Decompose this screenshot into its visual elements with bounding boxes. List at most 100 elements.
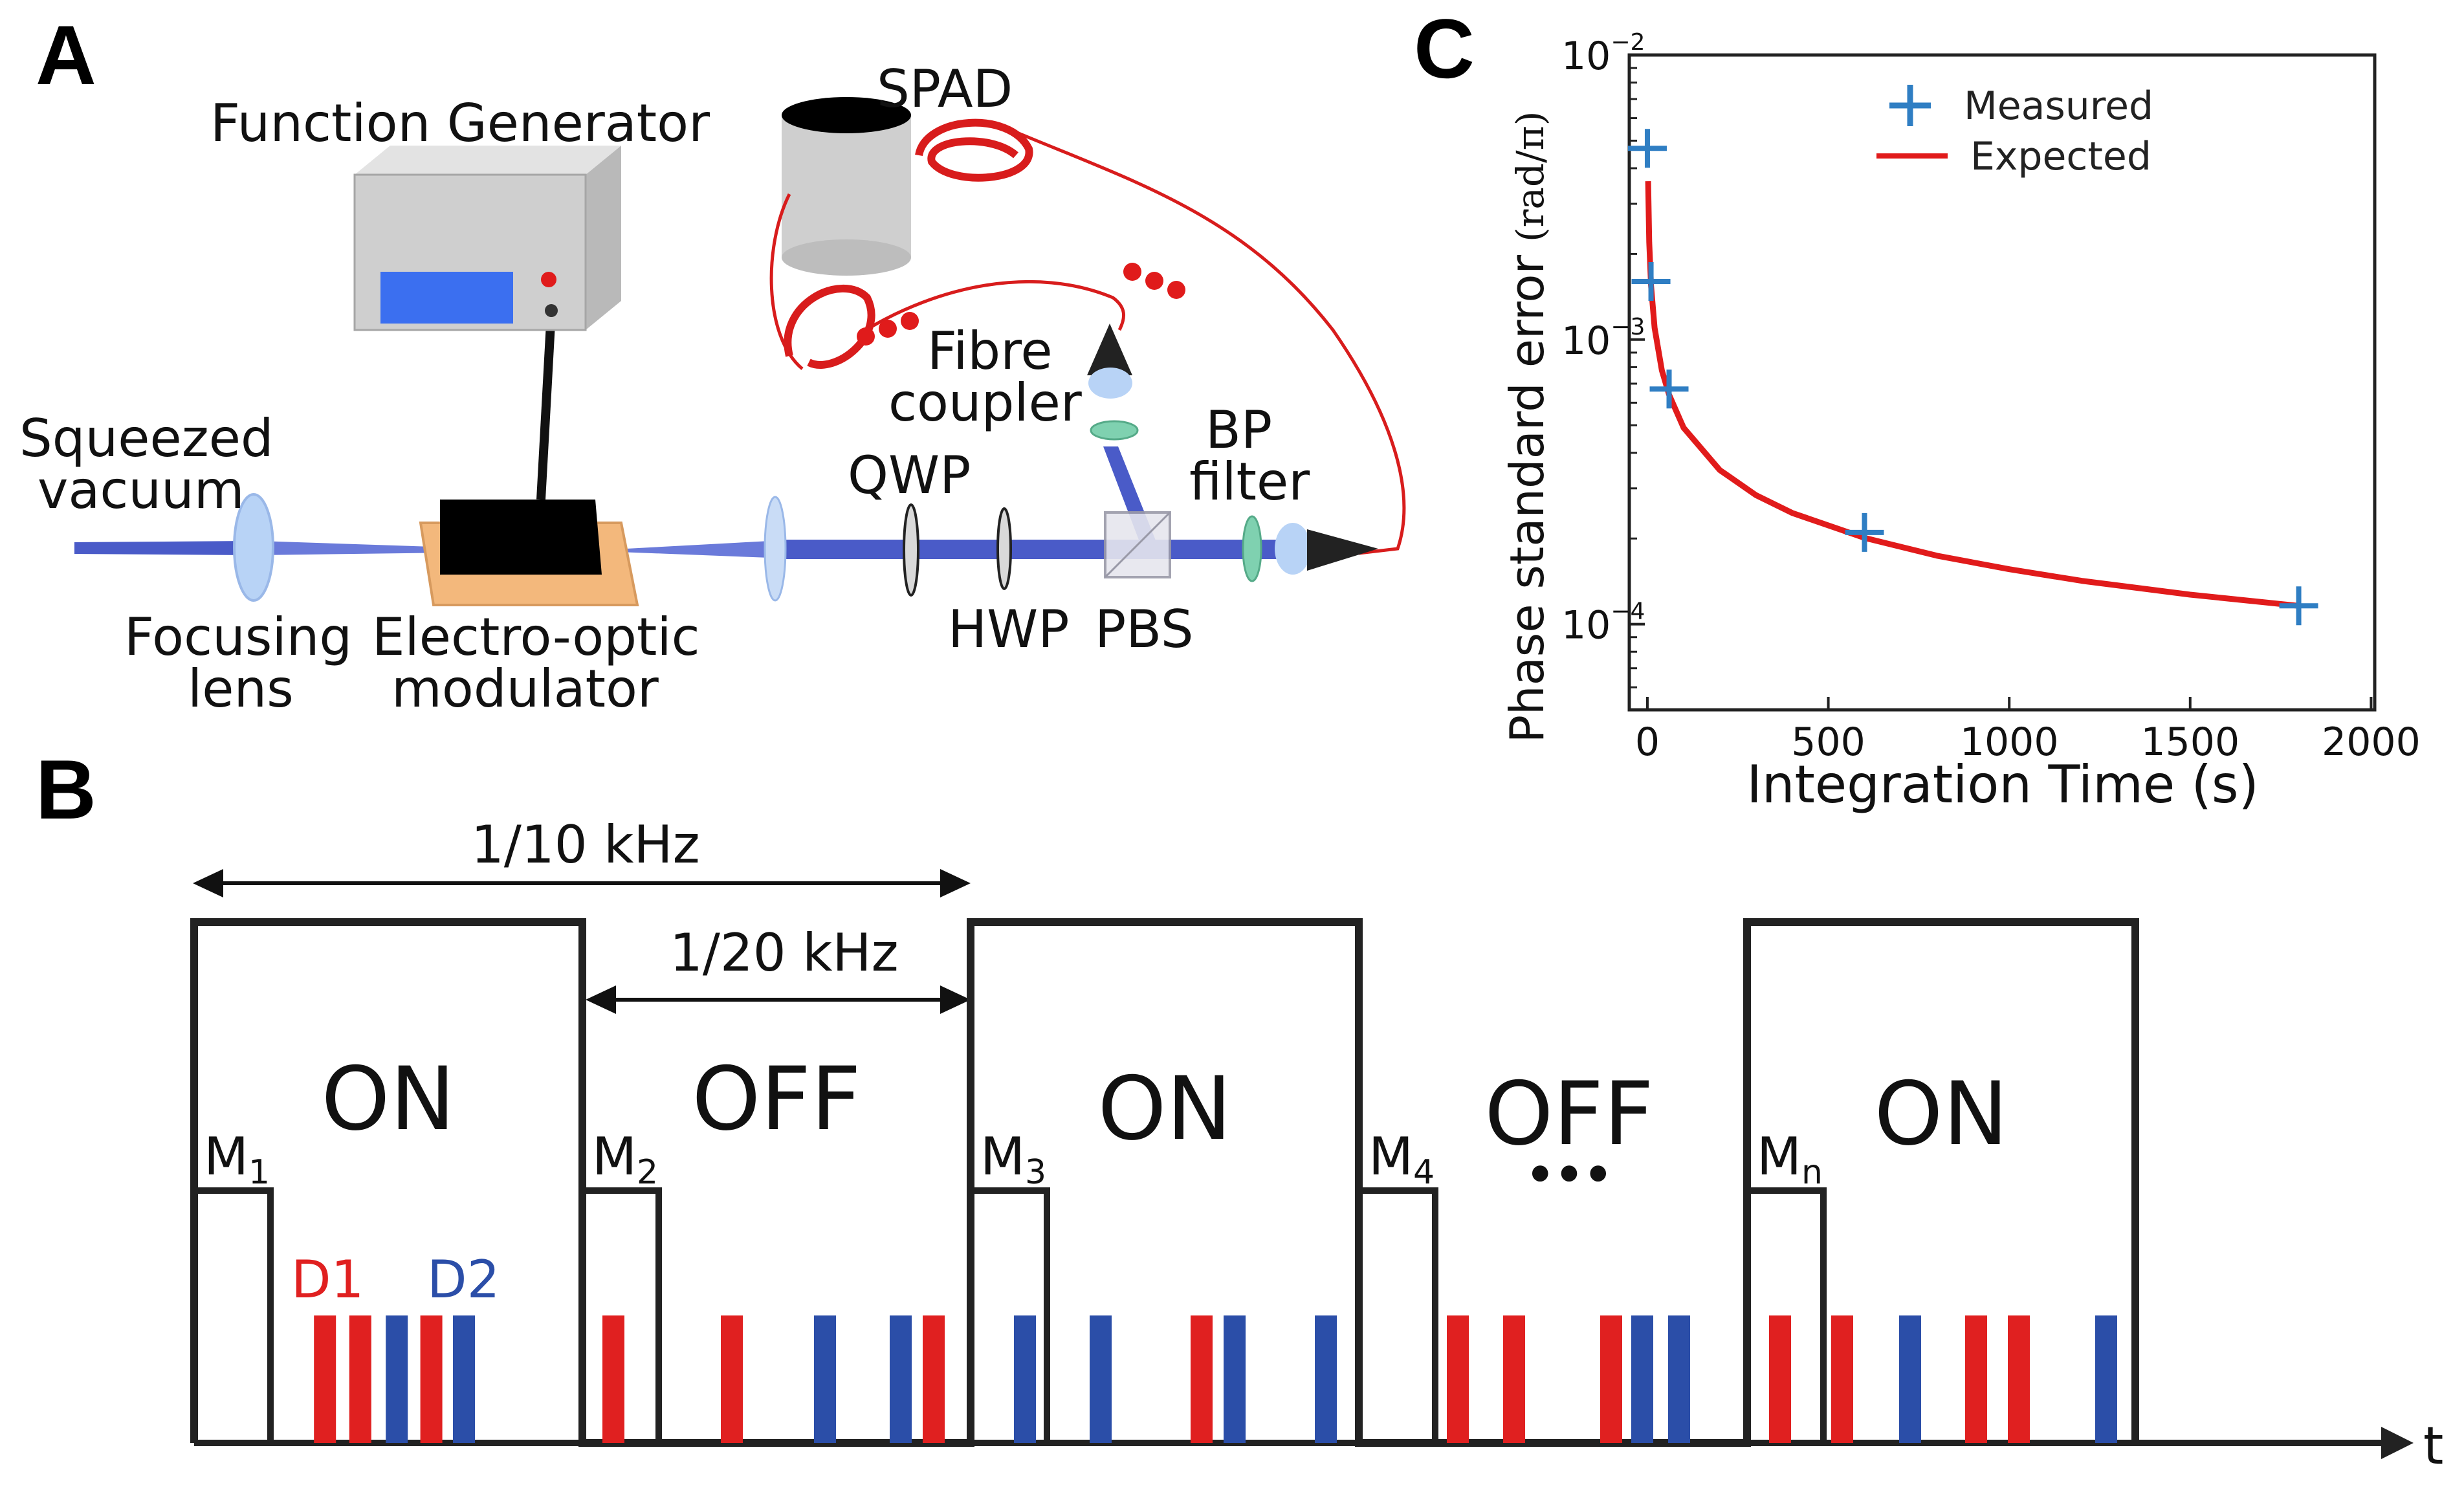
d1-detection-event (1600, 1315, 1622, 1443)
d2-detection-event (386, 1315, 408, 1443)
d1-detection-event (420, 1315, 443, 1443)
hwp-icon (996, 507, 1012, 590)
fibre-path-right (1009, 127, 1406, 555)
d2-detection-event (1631, 1315, 1653, 1443)
time-axis-arrowhead (2381, 1427, 2414, 1459)
period-arrow-left (193, 869, 223, 897)
function-generator-top (355, 146, 621, 175)
d1-detection-event (1769, 1315, 1791, 1443)
d1-detection-event (602, 1315, 624, 1443)
marker-label-4: M4 (1369, 1127, 1435, 1192)
spad-label: SPAD (877, 59, 1013, 119)
qwp-icon (903, 503, 919, 597)
d2-detection-event (1014, 1315, 1036, 1443)
y-tick-label: 10−3 (1561, 314, 1645, 364)
output-coupler-icon (1307, 529, 1378, 571)
fibre-paddles-2 (1123, 263, 1185, 299)
generator-knob (545, 304, 558, 317)
chart-y-ticks: 10−210−310−4 (1561, 29, 1645, 688)
d1-detection-event (1965, 1315, 1987, 1443)
lens-2-icon (764, 496, 787, 602)
d1-detection-event (2008, 1315, 2030, 1443)
chart-plot-frame (1627, 53, 2377, 712)
y-tick-label: 10−2 (1561, 29, 1645, 79)
marker-label-1: M1 (204, 1127, 270, 1192)
eom-label-1: Electro-optic (372, 607, 700, 667)
measurement-window-pulses (194, 1187, 1827, 1443)
d2-detection-event (1668, 1315, 1690, 1443)
fibre-paddles-1 (857, 312, 919, 346)
beam-in (74, 541, 252, 555)
qwp-label: QWP (848, 445, 971, 505)
squeezed-label-2: vacuum (38, 460, 245, 520)
focusing-lens-icon (233, 493, 274, 602)
panel-c-label: C (1414, 1, 1475, 96)
d2-detection-event (1090, 1315, 1112, 1443)
d1-detection-event (721, 1315, 743, 1443)
d1-detection-event (1191, 1315, 1213, 1443)
coupler-filter-icon (1090, 420, 1139, 441)
x-tick-label: 500 (1791, 720, 1865, 765)
d1-detection-event (314, 1315, 336, 1443)
segment-state-2: OFF (692, 1048, 861, 1150)
d2-label: D2 (427, 1249, 500, 1310)
segment-state-1: ON (321, 1048, 455, 1150)
spad-body (782, 115, 911, 258)
focusing-lens-label-1: Focusing (124, 607, 352, 667)
d1-label: D1 (291, 1249, 364, 1310)
x-tick-label: 0 (1635, 720, 1660, 765)
spad-icon (782, 97, 911, 133)
chart-x-axis-label: Integration Time (s) (1746, 754, 2259, 815)
chart-y-axis-label-group: Phase standard error(rad/π) (1500, 111, 1554, 743)
d2-detection-event (1224, 1315, 1246, 1443)
measured-point (1649, 369, 1689, 409)
segment-state-5: ON (1874, 1063, 2008, 1165)
chart-legend: Measured Expected (1876, 83, 2153, 179)
legend-measured-label: Measured (1964, 83, 2153, 129)
eom-label-2: modulator (391, 659, 659, 719)
fibre-coupler-label-1: Fibre (927, 321, 1053, 381)
period-label: 1/10 kHz (471, 815, 700, 875)
beam-main (770, 540, 1288, 559)
beam-diverge (602, 541, 770, 558)
d2-detection-event (2095, 1315, 2117, 1443)
measured-point (1627, 129, 1667, 168)
fibre-to-coupler (859, 280, 1126, 335)
detection-events (314, 1315, 2117, 1443)
fibre-loop-1 (915, 118, 1033, 182)
bp-filter-label-1: BP (1205, 400, 1272, 460)
segment-state-3: ON (1097, 1058, 1231, 1160)
d1-detection-event (349, 1315, 371, 1443)
chart-series (1627, 129, 2318, 626)
d2-detection-event (890, 1315, 912, 1443)
expected-curve (1645, 181, 2300, 609)
half-period-arrow-left (586, 985, 616, 1014)
function-generator-label: Function Generator (210, 93, 710, 153)
focusing-lens-label-2: lens (188, 659, 294, 719)
spad-bottom (782, 239, 911, 276)
d2-detection-event (1315, 1315, 1337, 1443)
x-tick-label: 1500 (2140, 720, 2239, 765)
fibre-loop-2 (784, 284, 875, 369)
generator-screen (380, 272, 513, 324)
panel-a-label: A (36, 8, 96, 102)
panel-b-label: B (36, 742, 96, 837)
d2-detection-event (453, 1315, 475, 1443)
pbs-label: PBS (1095, 599, 1194, 659)
d1-detection-event (1503, 1315, 1525, 1443)
fibre-coupler-label-2: coupler (888, 373, 1082, 433)
d1-detection-event (1831, 1315, 1853, 1443)
modulation-waveform (190, 918, 2139, 1447)
x-tick-label: 1000 (1960, 720, 2059, 765)
squeezed-label-1: Squeezed (19, 408, 274, 468)
fibre-coupler-icon (1087, 324, 1132, 375)
beam-focus (259, 541, 453, 555)
chart-y-axis-label: Phase standard error(rad/π) (1500, 111, 1554, 743)
d1-detection-event (923, 1315, 945, 1443)
output-coupler-lens (1275, 523, 1311, 575)
function-generator-side (586, 146, 621, 330)
half-period-label: 1/20 kHz (670, 923, 899, 983)
